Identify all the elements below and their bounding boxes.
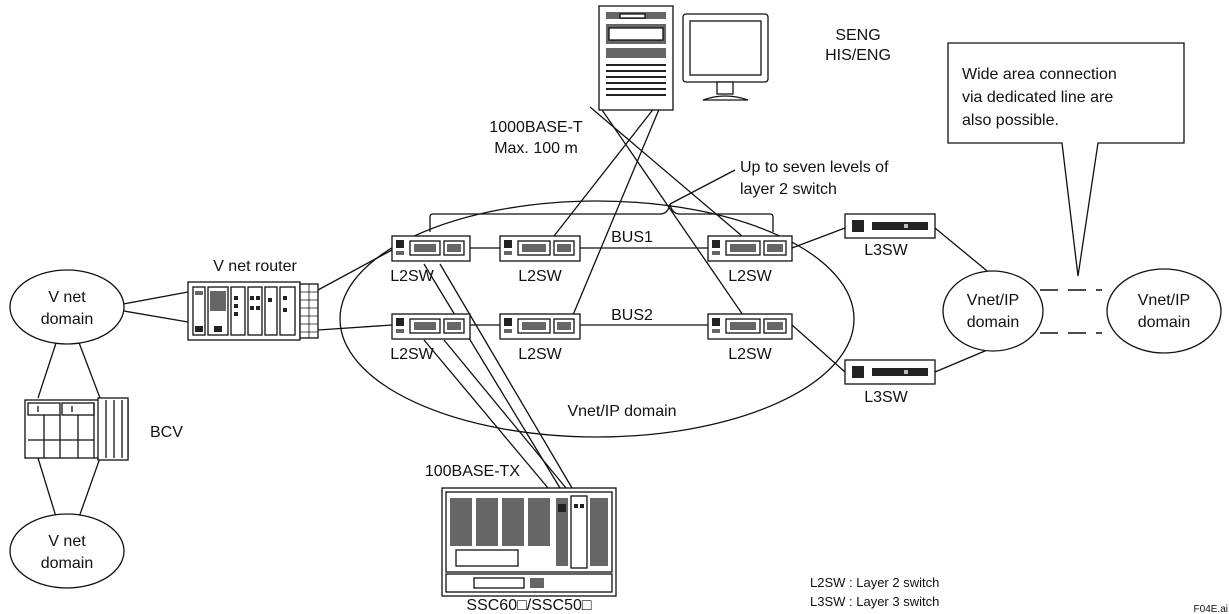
vnet-router-icon: [187, 281, 319, 341]
bcv-icon: [24, 397, 129, 461]
callout-text-3: also possible.: [962, 112, 1059, 129]
l2sw-label-3: L2SW: [728, 268, 772, 285]
vnetip-domain-label: Vnet/IP domain: [567, 403, 676, 420]
max-100m-label: Max. 100 m: [494, 140, 578, 157]
vnetip-domain-left: [942, 270, 1044, 352]
bcv-label: BCV: [150, 424, 183, 441]
seng-pc-icon: [598, 5, 769, 111]
l3sw-label-1: L3SW: [864, 242, 908, 259]
vnetip-left-text-1: Vnet/IP: [967, 292, 1019, 309]
vnetip-left-text-2: domain: [967, 314, 1019, 331]
callout-text-2: via dedicated line are: [962, 89, 1113, 106]
l2sw-bus1-3: [707, 235, 793, 262]
ssc-label: SSC60□/SSC50□: [466, 597, 592, 614]
l2sw-bus2-2: [499, 313, 581, 340]
vnet-domain-lower: [9, 513, 125, 589]
l2sw-label-5: L2SW: [518, 346, 562, 363]
vnet-domain-lower-text-1: V net: [48, 533, 86, 550]
l2sw-bus2-3: [707, 313, 793, 340]
l2sw-label-1: L2SW: [390, 268, 434, 285]
l2sw-label-2: L2SW: [518, 268, 562, 285]
cable-1000-label: 1000BASE-T: [489, 119, 583, 136]
callout-text-1: Wide area connection: [962, 66, 1117, 83]
l2sw-bus2-1: [391, 313, 471, 340]
vnet-domain-upper-text-1: V net: [48, 289, 86, 306]
seng-label: SENG: [835, 27, 880, 44]
vnetip-right-text-2: domain: [1138, 314, 1190, 331]
l3sw-upper: [844, 213, 936, 239]
connections: [37, 106, 1102, 521]
levels-label-1: Up to seven levels of: [740, 159, 889, 176]
bus1-label: BUS1: [611, 229, 653, 246]
l3sw-label-2: L3SW: [864, 389, 908, 406]
l2sw-bus1-2: [499, 235, 581, 262]
bus2-label: BUS2: [611, 307, 653, 324]
l2sw-label-6: L2SW: [728, 346, 772, 363]
vnetip-domain-ellipse: [339, 200, 855, 438]
vnet-router-label: V net router: [213, 258, 297, 275]
vnet-domain-upper-text-2: domain: [41, 311, 93, 328]
levels-label-2: layer 2 switch: [740, 181, 837, 198]
l3sw-lower: [844, 359, 936, 385]
vnetip-right-text-1: Vnet/IP: [1138, 292, 1190, 309]
callout-bubble: [947, 42, 1185, 277]
l2sw-bus1-1: [391, 235, 471, 262]
figure-id: F04E.ai: [1194, 604, 1228, 614]
vnet-domain-lower-text-2: domain: [41, 555, 93, 572]
cable-100-label: 100BASE-TX: [425, 463, 520, 480]
legend-l2: L2SW : Layer 2 switch: [810, 575, 939, 590]
legend-l3: L3SW : Layer 3 switch: [810, 594, 939, 609]
ssc-controller-icon: [441, 487, 617, 597]
vnet-domain-upper: [9, 269, 125, 345]
vnetip-domain-right: [1106, 268, 1222, 354]
l2sw-label-4: L2SW: [390, 346, 434, 363]
his-eng-label: HIS/ENG: [825, 47, 891, 64]
